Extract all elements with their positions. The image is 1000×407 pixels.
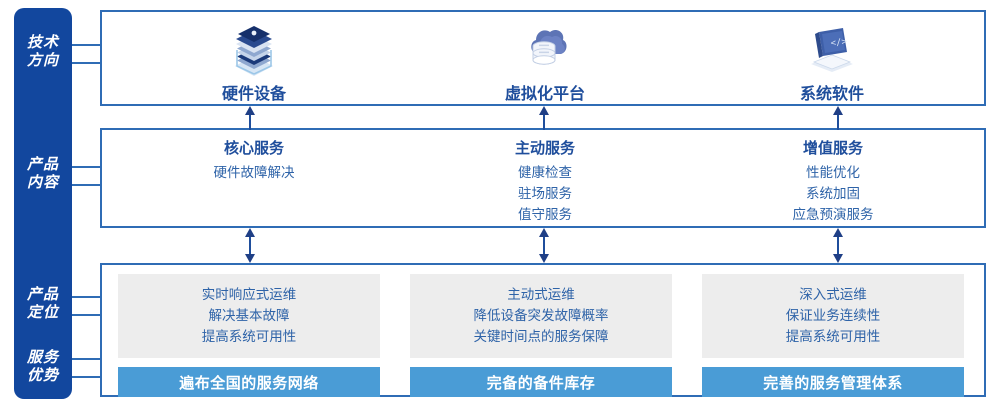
rail-label-line2: 定位 — [26, 304, 59, 321]
rail-label-line1: 服务 — [26, 349, 59, 366]
positioning-card: 深入式运维 保证业务连续性 提高系统可用性 — [702, 274, 964, 358]
rail-label-tech-direction: 技术 方向 — [14, 34, 72, 70]
content-column-value-added-service[interactable]: 增值服务 性能优化 系统加固 应急预演服务 — [703, 136, 963, 225]
arrow-up-virtualization — [537, 106, 551, 135]
tech-column-system-software[interactable]: </> 系统软件 — [732, 20, 932, 104]
connector-line — [62, 166, 106, 168]
connector-line — [62, 314, 106, 316]
positioning-line: 提高系统可用性 — [785, 329, 881, 344]
connector-line — [62, 62, 106, 64]
content-item: 硬件故障解决 — [213, 165, 295, 180]
bottom-column-proactive[interactable]: 主动式运维 降低设备突发故障概率 关键时间点的服务保障 完备的备件库存 — [410, 274, 672, 397]
content-item: 值守服务 — [518, 207, 572, 222]
connector-line — [62, 44, 106, 46]
bottom-column-realtime[interactable]: 实时响应式运维 解决基本故障 提高系统可用性 遍布全国的服务网络 — [118, 274, 380, 397]
rail-label-line1: 产品 — [26, 286, 59, 303]
arrow-up-hardware — [243, 106, 257, 135]
content-title-value-added-service: 增值服务 — [802, 140, 863, 157]
product-content-box: 核心服务 硬件故障解决 主动服务 健康检查 驻场服务 值守服务 增值服务 性能优… — [100, 128, 986, 228]
content-item: 健康检查 — [518, 165, 572, 180]
rail-label-line1: 技术 — [26, 34, 59, 51]
server-stack-icon — [154, 20, 354, 78]
arrow-双向-system-software — [831, 228, 845, 268]
positioning-card: 实时响应式运维 解决基本故障 提高系统可用性 — [118, 274, 380, 358]
advantage-bar-management-system[interactable]: 完善的服务管理体系 — [702, 367, 964, 397]
product-position-advantage-box: 实时响应式运维 解决基本故障 提高系统可用性 遍布全国的服务网络 主动式运维 降… — [100, 263, 986, 397]
positioning-line: 提高系统可用性 — [201, 329, 297, 344]
positioning-line: 保证业务连续性 — [785, 308, 881, 323]
bottom-column-deep[interactable]: 深入式运维 保证业务连续性 提高系统可用性 完善的服务管理体系 — [702, 274, 964, 397]
laptop-code-icon: </> — [732, 20, 932, 78]
connector-line — [62, 184, 106, 186]
connector-line — [62, 296, 106, 298]
content-title-proactive-service: 主动服务 — [514, 140, 575, 157]
advantage-bar-spare-parts[interactable]: 完备的备件库存 — [410, 367, 672, 397]
connector-line — [62, 376, 106, 378]
rail-label-line2: 方向 — [26, 52, 59, 69]
rail-label-service-advantage: 服务 优势 — [14, 349, 72, 385]
content-item: 性能优化 — [806, 165, 860, 180]
svg-text:</>: </> — [830, 37, 848, 49]
tech-column-virtualization[interactable]: 虚拟化平台 — [445, 20, 645, 104]
rail-label-line1: 产品 — [26, 156, 59, 173]
rail-label-product-content: 产品 内容 — [14, 156, 72, 192]
content-column-core-service[interactable]: 核心服务 硬件故障解决 — [124, 136, 384, 183]
advantage-bar-service-network[interactable]: 遍布全国的服务网络 — [118, 367, 380, 397]
arrow-双向-hardware — [243, 228, 257, 268]
rail-label-line2: 优势 — [26, 367, 59, 384]
arrow-up-system-software — [831, 106, 845, 135]
rail-label-line2: 内容 — [26, 174, 59, 191]
content-column-proactive-service[interactable]: 主动服务 健康检查 驻场服务 值守服务 — [415, 136, 675, 225]
content-item: 系统加固 — [806, 186, 860, 201]
positioning-line: 深入式运维 — [799, 287, 867, 302]
tech-column-hardware[interactable]: 硬件设备 — [154, 20, 354, 104]
positioning-line: 实时响应式运维 — [201, 287, 297, 302]
positioning-card: 主动式运维 降低设备突发故障概率 关键时间点的服务保障 — [410, 274, 672, 358]
positioning-line: 降低设备突发故障概率 — [473, 308, 609, 323]
tech-label-hardware: 硬件设备 — [221, 86, 286, 103]
tech-label-system-software: 系统软件 — [799, 86, 864, 103]
cloud-database-icon — [445, 20, 645, 78]
rail-label-product-position: 产品 定位 — [14, 286, 72, 322]
arrow-双向-virtualization — [537, 228, 551, 268]
category-rail: 技术 方向 产品 内容 产品 定位 服务 优势 — [14, 8, 72, 399]
tech-direction-box: 硬件设备 虚拟化平台 — [100, 10, 986, 106]
content-item: 驻场服务 — [518, 186, 572, 201]
connector-line — [62, 358, 106, 360]
content-title-core-service: 核心服务 — [223, 140, 284, 157]
content-item: 应急预演服务 — [792, 207, 874, 222]
positioning-line: 主动式运维 — [507, 287, 575, 302]
tech-label-virtualization: 虚拟化平台 — [504, 86, 585, 103]
positioning-line: 解决基本故障 — [208, 308, 290, 323]
positioning-line: 关键时间点的服务保障 — [473, 329, 609, 344]
